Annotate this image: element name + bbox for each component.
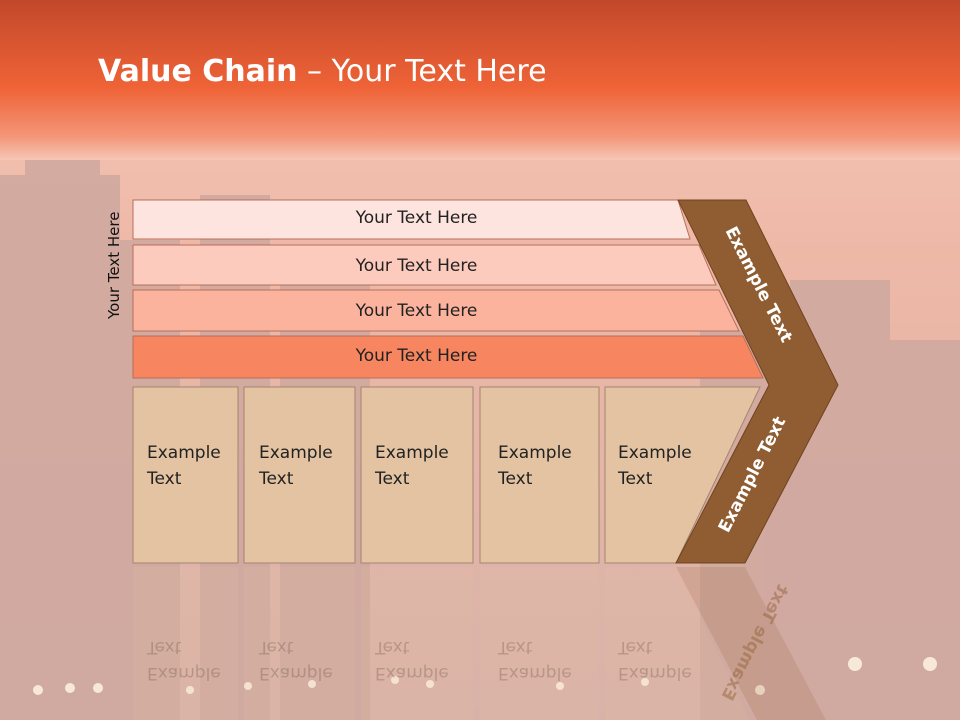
row-label-1: Your Text Here xyxy=(355,208,478,228)
box-reflection-1: Example Text xyxy=(147,637,221,683)
example-box-3 xyxy=(360,386,474,564)
box-text-2: Example Text xyxy=(259,443,333,489)
slide-title: Value Chain – Your Text Here xyxy=(98,54,547,89)
chevron-arrow xyxy=(675,199,839,564)
box-reflection-4: Example Text xyxy=(498,637,572,683)
value-row-band-2 xyxy=(132,244,717,286)
example-box-1 xyxy=(132,386,239,564)
diagram-reflection xyxy=(133,567,826,720)
value-row-band-4 xyxy=(132,335,764,379)
value-row-band-1 xyxy=(132,199,691,240)
slide-title-bold: Value Chain xyxy=(98,54,298,89)
box-text-5: Example Text xyxy=(618,443,692,489)
box-reflection-5: Example Text xyxy=(618,637,692,683)
box-text-1: Example Text xyxy=(147,443,221,489)
row-label-3: Your Text Here xyxy=(355,301,478,321)
row-label-2: Your Text Here xyxy=(355,256,478,276)
example-box-4 xyxy=(479,386,600,564)
box-reflection-2: Example Text xyxy=(259,637,333,683)
box-reflection-3: Example Text xyxy=(375,637,449,683)
slide-title-rest: – Your Text Here xyxy=(297,54,547,89)
example-box-2 xyxy=(243,386,356,564)
box-text-3: Example Text xyxy=(375,443,449,489)
row-label-4: Your Text Here xyxy=(355,346,478,366)
value-row-band-3 xyxy=(132,289,740,332)
box-text-4: Example Text xyxy=(498,443,572,489)
